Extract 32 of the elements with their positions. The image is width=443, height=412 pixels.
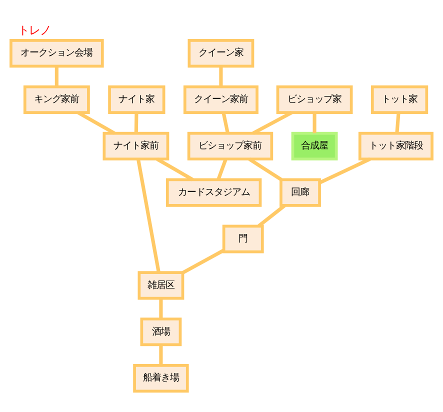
node-box: ビショップ家	[276, 84, 353, 114]
connector	[77, 110, 116, 134]
node-box: 回廊	[280, 178, 321, 206]
connector	[258, 204, 286, 227]
connector	[54, 66, 58, 86]
node-box: ナイト家	[108, 84, 166, 114]
connector	[319, 156, 371, 184]
node-box: 酒場	[140, 317, 182, 346]
connector	[134, 112, 138, 133]
node-box: 門	[222, 224, 264, 253]
connector	[159, 298, 163, 318]
connector	[219, 66, 223, 86]
node-box: 船着き場	[133, 364, 189, 392]
node-box: 雑居区	[138, 270, 184, 300]
connector	[159, 344, 163, 365]
node-box: キング家前	[23, 84, 90, 114]
node-box: クイーン家	[188, 38, 254, 68]
connector	[312, 112, 316, 133]
diagram-title: トレノ	[18, 22, 52, 36]
connector	[395, 112, 400, 133]
connector	[222, 112, 230, 133]
node-box: オークション会場	[10, 38, 104, 68]
connector	[216, 158, 228, 180]
node-box: カードスタジアム	[166, 178, 262, 206]
node-box: ビショップ家前	[187, 131, 274, 160]
node-box: ナイト家前	[102, 131, 170, 160]
node-box: トット家階段	[358, 131, 434, 160]
connector	[182, 248, 224, 274]
connector	[136, 158, 160, 272]
node-box: クイーン家前	[183, 84, 258, 114]
node-box: トット家	[370, 84, 428, 114]
node-box: 合成屋	[291, 131, 338, 160]
